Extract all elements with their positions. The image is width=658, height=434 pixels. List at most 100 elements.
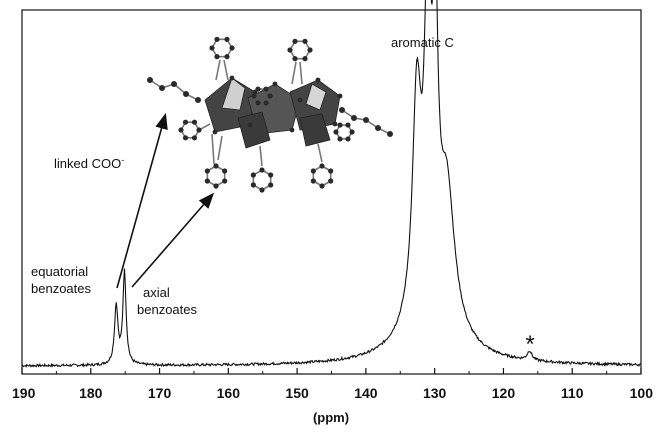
annotation-axial-line2: benzoates <box>137 302 197 317</box>
structure-bond <box>291 61 297 85</box>
structure-atom <box>310 168 316 174</box>
structure-atom <box>147 77 153 83</box>
structure-atom <box>272 81 278 87</box>
structure-atom <box>310 178 316 184</box>
structure-atom <box>351 115 357 121</box>
x-tick-label: 140 <box>354 385 378 401</box>
structure-bond <box>299 61 303 85</box>
structure-atom <box>337 136 343 142</box>
structure-atom <box>333 129 339 135</box>
annotation-linked-coo-superscript: - <box>121 155 124 165</box>
annotation-equatorial-line2: benzoates <box>31 281 91 296</box>
structure-atom <box>178 127 184 133</box>
structure-atom <box>339 107 345 113</box>
structure-bond <box>211 133 215 165</box>
structure-atom <box>345 136 351 142</box>
annotation-axial-line1: axial <box>143 285 170 300</box>
structure-atom <box>195 97 201 103</box>
x-tick-label: 100 <box>630 385 654 401</box>
structure-atom <box>287 47 293 53</box>
molecular-structure-illustration <box>147 36 393 193</box>
structure-atom <box>229 45 235 51</box>
structure-atom <box>337 93 343 99</box>
structure-bond <box>215 59 221 81</box>
structure-atom <box>222 178 228 184</box>
structure-atom <box>349 129 355 135</box>
structure-atom <box>328 168 334 174</box>
arrow-equatorial-to-structure <box>116 112 168 289</box>
structure-bond <box>317 143 323 163</box>
structure-atom <box>302 56 308 62</box>
structure-atom <box>209 45 215 51</box>
structure-atom <box>183 91 189 97</box>
x-tick-label: 120 <box>492 385 516 401</box>
x-tick-label: 190 <box>12 385 36 401</box>
structure-atom <box>224 36 230 42</box>
structure-atom <box>213 163 219 169</box>
structure-bond <box>259 145 263 167</box>
x-tick-label: 170 <box>148 385 172 401</box>
structure-polyhedra <box>204 77 341 149</box>
structure-atom <box>263 100 269 106</box>
spectrum-line <box>21 0 642 368</box>
structure-atom <box>328 178 334 184</box>
structure-atom <box>159 85 165 91</box>
structure-atom <box>297 97 303 103</box>
arrow-axial-to-structure <box>131 192 215 288</box>
structure-atom <box>222 168 228 174</box>
structure-polyhedron <box>299 113 331 147</box>
structure-atom <box>196 127 202 133</box>
annotation-equatorial-line1: equatorial <box>31 264 88 279</box>
structure-atom <box>337 122 343 128</box>
structure-atom <box>213 183 219 189</box>
structure-atom <box>259 167 265 173</box>
structure-polyhedron <box>237 111 271 149</box>
structure-atom <box>212 129 218 135</box>
x-tick-label: 150 <box>285 385 309 401</box>
x-tick-label: 110 <box>561 385 584 401</box>
annotation-linked-coo: linked COO- <box>54 155 124 171</box>
structure-atom <box>375 125 381 131</box>
structure-atom <box>204 168 210 174</box>
structure-polyhedron <box>221 77 246 111</box>
structure-atom <box>171 81 177 87</box>
structure-atom <box>263 86 269 92</box>
structure-atom <box>182 135 189 141</box>
structure-atom <box>363 117 369 123</box>
structure-atom <box>191 119 198 125</box>
structure-atom <box>345 122 351 128</box>
structure-atom <box>250 172 256 178</box>
x-axis-label: (ppm) <box>313 410 349 425</box>
structure-atom <box>302 38 308 44</box>
structure-atom <box>307 47 313 53</box>
x-tick-label: 180 <box>79 385 103 401</box>
structure-atom <box>255 100 261 106</box>
structure-atom <box>289 127 295 133</box>
x-tick-label: 130 <box>423 385 447 401</box>
structure-atom <box>387 131 393 137</box>
structure-atom <box>251 93 257 99</box>
structure-atom <box>214 54 220 60</box>
structure-atom <box>252 89 258 95</box>
structure-atom <box>332 121 338 127</box>
structure-atom <box>292 38 298 44</box>
structure-atom <box>214 36 220 42</box>
structure-polyhedron <box>305 83 327 111</box>
annotation-asterisk: * <box>525 331 534 358</box>
structure-atom <box>315 77 321 83</box>
structure-atoms <box>147 36 393 193</box>
structure-atom <box>267 93 273 99</box>
structure-atom <box>268 172 274 178</box>
annotation-linked-coo-text: linked COO <box>54 156 121 171</box>
structure-atom <box>247 122 253 128</box>
structure-bond <box>223 59 229 81</box>
structure-atom <box>292 56 298 62</box>
structure-atom <box>250 182 256 188</box>
structure-atom <box>204 178 210 184</box>
structure-atom <box>268 182 274 188</box>
structure-atom <box>191 135 198 141</box>
structure-atom <box>182 119 189 125</box>
